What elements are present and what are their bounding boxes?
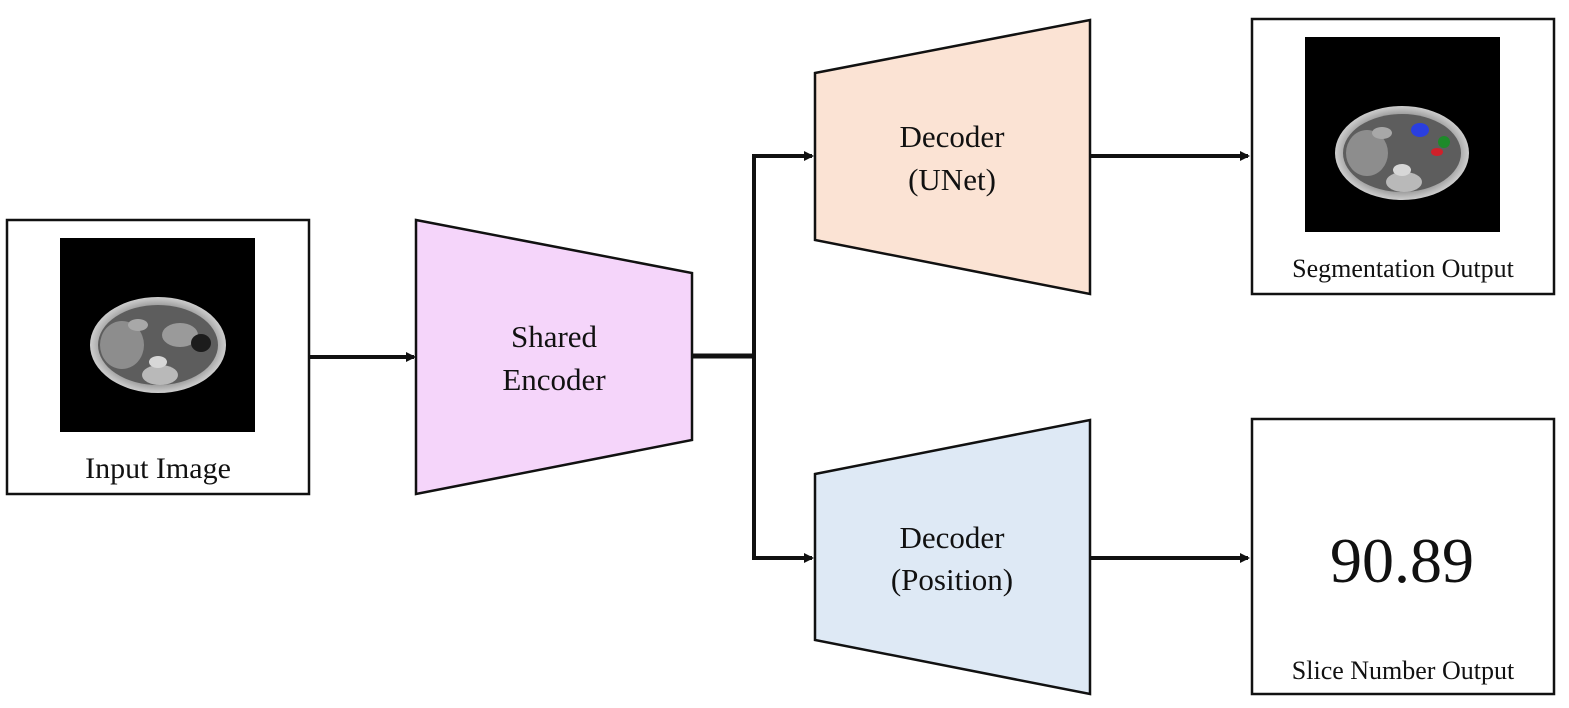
segmentation-output-box: Segmentation Output [1250, 17, 1556, 296]
decoder-unet-block: Decoder (UNet) [813, 18, 1092, 296]
slice-number-output-box: 90.89 Slice Number Output [1250, 417, 1556, 696]
segmentation-output-label: Segmentation Output [1292, 254, 1514, 283]
segmentation-region-blue [1411, 123, 1429, 137]
decoder-position-label-line1: Decoder [900, 520, 1006, 555]
decoder-position-shape [813, 418, 1092, 696]
decoder-unet-label-line2: (UNet) [908, 162, 996, 197]
input-image-label: Input Image [85, 452, 231, 485]
shared-encoder-block: Shared Encoder [414, 218, 694, 496]
input-mri-image [60, 238, 255, 432]
decoder-position-block: Decoder (Position) [813, 418, 1092, 696]
encoder-label-line2: Encoder [502, 362, 606, 397]
input-image-box: Input Image [5, 218, 311, 496]
segmentation-region-red [1431, 148, 1443, 156]
slice-number-output-label: Slice Number Output [1292, 656, 1515, 685]
encoder-label-line1: Shared [511, 319, 598, 354]
segmentation-mri-image [1305, 37, 1500, 232]
decoder-position-label-line2: (Position) [891, 562, 1013, 597]
segmentation-region-green [1438, 136, 1450, 148]
shared-encoder-shape [414, 218, 694, 496]
decoder-unet-shape [813, 18, 1092, 296]
decoder-unet-label-line1: Decoder [900, 119, 1006, 154]
branch-connector [692, 151, 814, 563]
slice-number-value: 90.89 [1330, 525, 1474, 596]
